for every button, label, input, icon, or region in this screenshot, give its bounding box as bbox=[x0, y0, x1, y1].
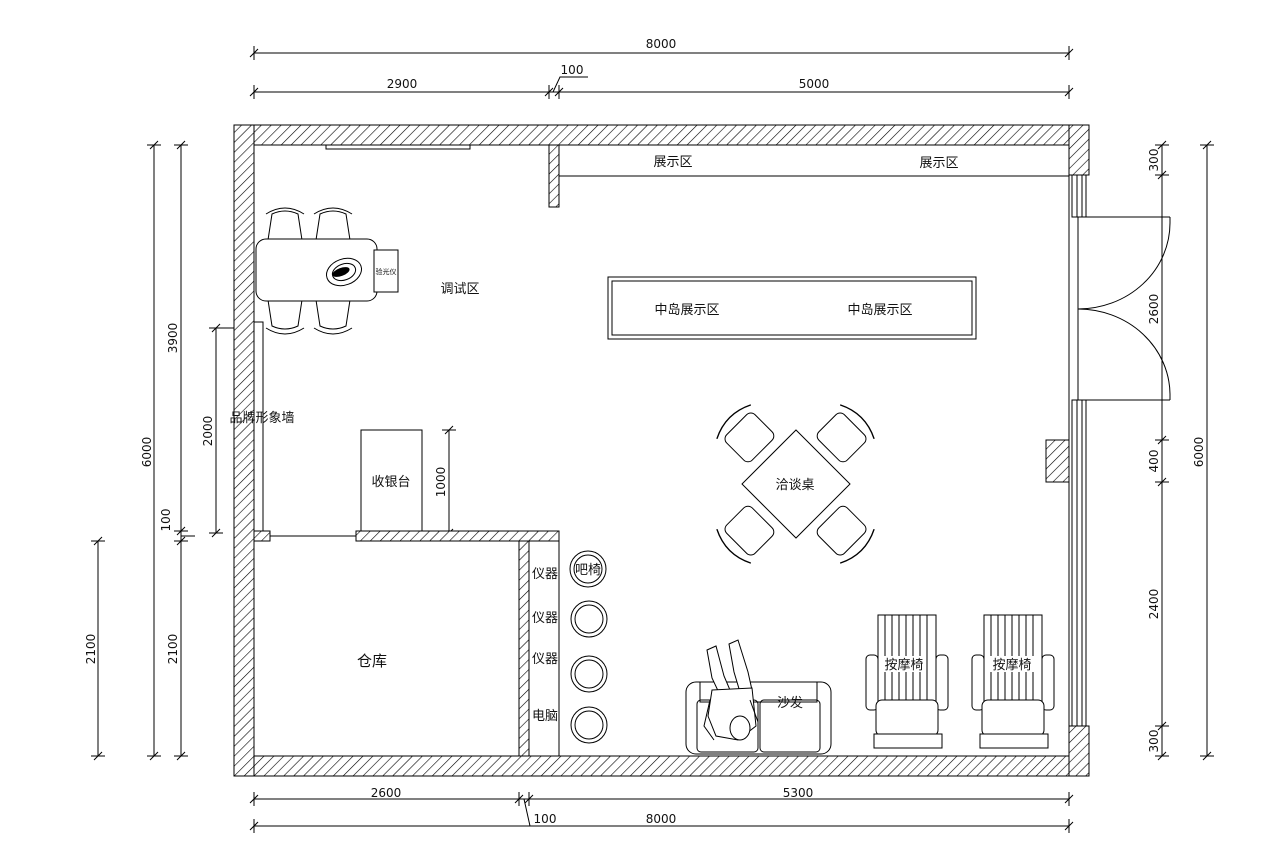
display-zone-label-1: 展示区 bbox=[653, 155, 692, 170]
instrument-label-3: 仪器 bbox=[532, 652, 558, 667]
dim-right-door: 2600 bbox=[1147, 294, 1161, 325]
dim-right-low: 2400 bbox=[1147, 589, 1161, 620]
chair bbox=[816, 404, 875, 463]
brand-wall bbox=[253, 321, 264, 534]
chair bbox=[716, 404, 775, 463]
dim-top-right: 5000 bbox=[799, 77, 830, 91]
warehouse-label: 仓库 bbox=[357, 652, 387, 670]
dim-bottom-left: 2600 bbox=[371, 786, 402, 800]
chair bbox=[313, 299, 353, 335]
dim-left-gap: 100 bbox=[159, 509, 173, 532]
instrument-label-1: 仪器 bbox=[532, 567, 558, 582]
dimension-labels: 8000 2900 100 5000 2600 100 5300 8000 60… bbox=[84, 37, 1206, 826]
massage-chair: 按摩椅 bbox=[971, 614, 1055, 749]
bar-stool bbox=[570, 655, 608, 693]
negotiation-table-label: 洽谈桌 bbox=[775, 478, 814, 493]
chair bbox=[716, 505, 775, 564]
display-zone: 展示区 展示区 bbox=[548, 144, 1069, 208]
dim-top-mid: 100 bbox=[561, 63, 584, 77]
dim-left-outer-lower: 2100 bbox=[84, 634, 98, 665]
cashier-counter: 收银台 bbox=[360, 429, 423, 532]
person-icon bbox=[703, 639, 759, 741]
massage-chair: 按摩椅 bbox=[865, 614, 949, 749]
instrument-column: 仪器 仪器 仪器 电脑 bbox=[532, 567, 558, 724]
dim-right-total: 6000 bbox=[1192, 437, 1206, 468]
cashier-label: 收银台 bbox=[371, 475, 410, 490]
island-display-label-1: 中岛展示区 bbox=[654, 302, 719, 318]
dim-right-mid: 400 bbox=[1147, 450, 1161, 473]
dim-cashier-depth: 1000 bbox=[434, 467, 448, 498]
bar-stool bbox=[570, 706, 608, 744]
right-facade bbox=[1045, 174, 1087, 727]
exterior-walls bbox=[233, 124, 1090, 777]
dim-bottom-mid: 100 bbox=[534, 812, 557, 826]
device-tag: 验光仪 bbox=[376, 267, 397, 276]
warehouse-partitions bbox=[253, 530, 560, 757]
dim-top-left: 2900 bbox=[387, 77, 418, 91]
negotiation-table: 洽谈桌 bbox=[716, 404, 875, 564]
dim-right-top: 300 bbox=[1147, 149, 1161, 172]
sofa: 沙发 bbox=[685, 639, 832, 755]
instrument-label-2: 仪器 bbox=[532, 611, 558, 626]
computer-label: 电脑 bbox=[532, 709, 558, 724]
dim-left-lower: 2100 bbox=[166, 634, 180, 665]
display-zone-label-2: 展示区 bbox=[919, 156, 958, 171]
bar-stool-label: 吧椅 bbox=[575, 563, 601, 578]
bar-stools: 吧椅 bbox=[569, 550, 608, 744]
dimension-lines bbox=[91, 46, 1214, 833]
sofa-label: 沙发 bbox=[777, 695, 803, 711]
dim-left-total: 6000 bbox=[140, 437, 154, 468]
massage-chair-label-1: 按摩椅 bbox=[884, 657, 923, 673]
dim-bottom-right: 5300 bbox=[783, 786, 814, 800]
dim-right-bottom: 300 bbox=[1147, 730, 1161, 753]
island-display: 中岛展示区 中岛展示区 bbox=[607, 276, 977, 340]
debug-zone-label: 调试区 bbox=[440, 282, 479, 297]
debug-zone-table: 验光仪 bbox=[255, 207, 399, 335]
massage-chair-label-2: 按摩椅 bbox=[992, 657, 1031, 673]
entrance-door[interactable] bbox=[1077, 216, 1171, 401]
chair bbox=[265, 207, 305, 241]
chair bbox=[313, 207, 353, 241]
bar-stool bbox=[570, 600, 608, 638]
island-display-label-2: 中岛展示区 bbox=[847, 302, 912, 318]
dim-top-total: 8000 bbox=[646, 37, 677, 51]
dim-brand-wall: 2000 bbox=[201, 416, 215, 447]
chair bbox=[265, 299, 305, 335]
bar-stool bbox=[569, 550, 607, 588]
dim-bottom-total: 8000 bbox=[646, 812, 677, 826]
brand-wall-label: 品牌形象墙 bbox=[229, 410, 294, 426]
optometry-device-icon bbox=[326, 257, 362, 287]
top-window bbox=[325, 144, 471, 150]
chair bbox=[816, 505, 875, 564]
dim-left-upper: 3900 bbox=[166, 323, 180, 354]
